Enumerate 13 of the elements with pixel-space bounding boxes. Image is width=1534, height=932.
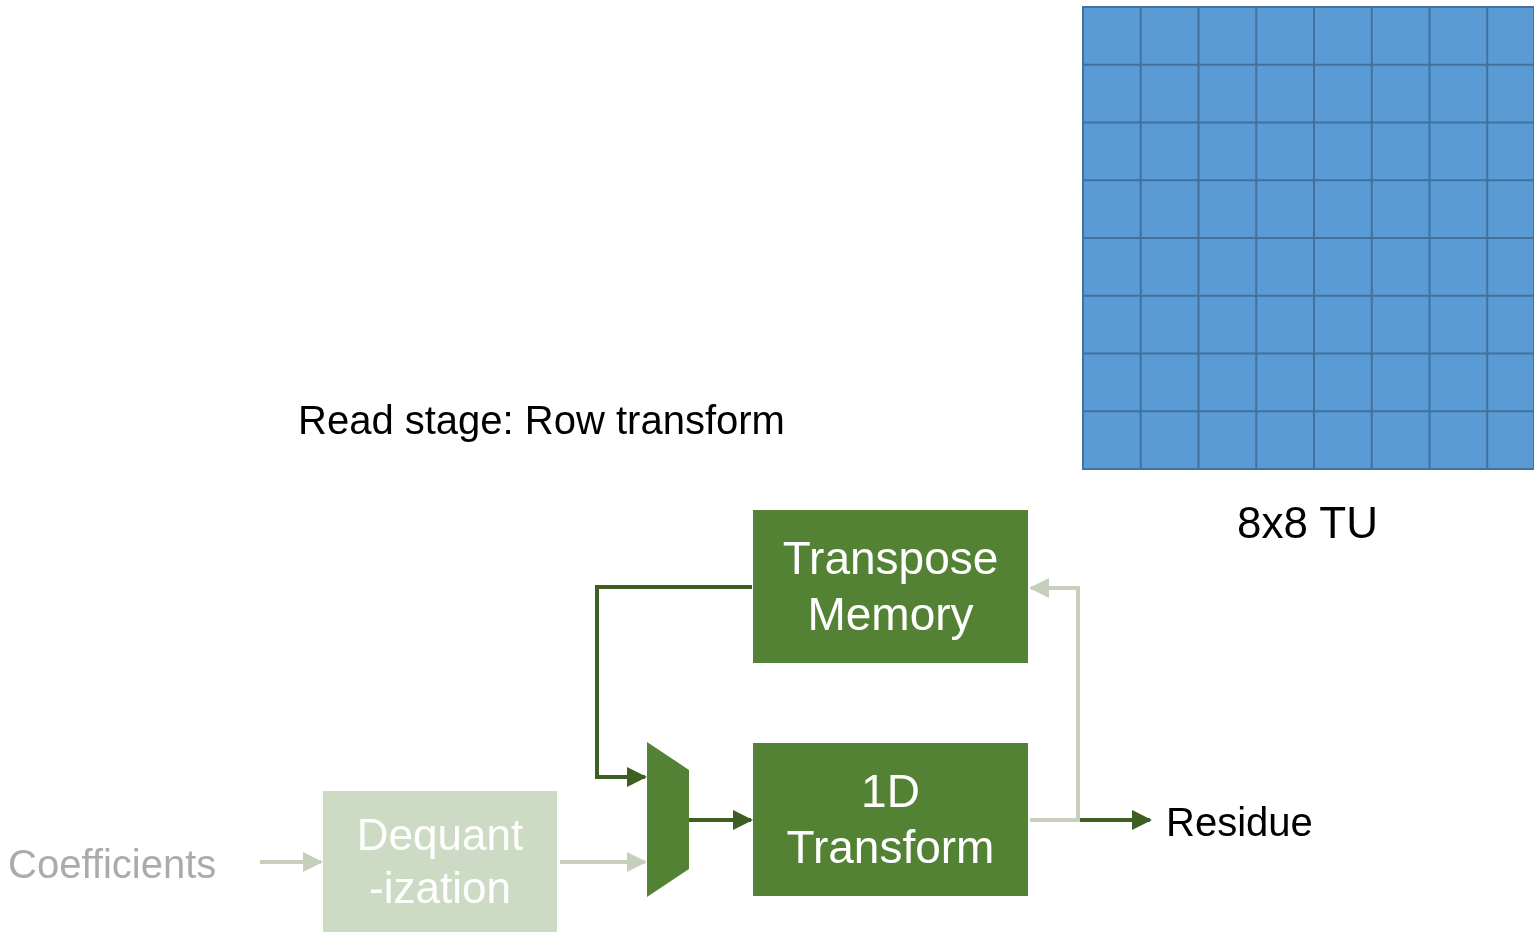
grid-caption: 8x8 TU xyxy=(1237,498,1379,548)
process-box: 1D Transform xyxy=(753,743,1028,896)
stage-title: Read stage: Row transform xyxy=(298,398,785,443)
arrow xyxy=(595,584,752,788)
arrow xyxy=(1029,578,1080,822)
arrow xyxy=(560,852,647,872)
output-label: Residue xyxy=(1166,796,1326,848)
process-box: Dequant -ization xyxy=(323,791,557,932)
arrow xyxy=(689,809,753,830)
multiplexer-shape xyxy=(647,742,689,897)
process-box: Transpose Memory xyxy=(753,510,1028,663)
input-label: Coefficients xyxy=(8,838,248,890)
arrow xyxy=(260,852,323,872)
